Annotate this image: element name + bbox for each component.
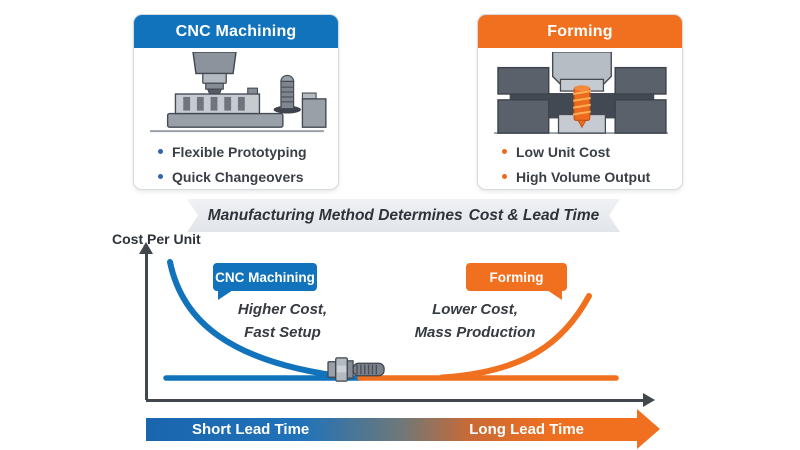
bullet-dot-icon: [158, 174, 163, 179]
cnc-machining-card: CNC Machining: [133, 14, 339, 190]
y-axis-line: [145, 253, 148, 400]
cnc-annotation-line2: Fast Setup: [244, 324, 321, 341]
list-item: High Volume Output: [502, 164, 682, 189]
forming-bullet-1: Low Unit Cost: [516, 143, 611, 160]
forming-card: Forming: [477, 14, 683, 190]
forming-bullet-2: High Volume Output: [516, 168, 651, 185]
section-banner: Manufacturing Method Determines Cost & L…: [187, 199, 620, 232]
bolt-fastener-icon: [326, 355, 388, 384]
forming-bullet-list: Low Unit Cost High Volume Output: [478, 136, 682, 189]
banner-emphasis-text: Cost & Lead Time: [468, 206, 600, 224]
x-axis-arrow-icon: [643, 393, 655, 407]
list-item: Quick Changeovers: [158, 164, 338, 189]
bullet-dot-icon: [502, 149, 507, 154]
y-axis-label: Cost Per Unit: [112, 231, 201, 247]
long-lead-time-label: Long Lead Time: [469, 421, 584, 438]
lead-time-arrow: Short Lead Time Long Lead Time: [146, 409, 660, 449]
cnc-card-title: CNC Machining: [134, 15, 338, 48]
cnc-annotation: Higher Cost, Fast Setup: [210, 298, 355, 344]
cnc-curve-callout: CNC Machining: [213, 263, 317, 300]
list-item: Flexible Prototyping: [158, 139, 338, 164]
cnc-bullet-1: Flexible Prototyping: [172, 143, 307, 160]
forming-annotation-line1: Lower Cost,: [432, 301, 518, 318]
forming-annotation: Lower Cost, Mass Production: [386, 298, 564, 344]
cnc-bullet-2: Quick Changeovers: [172, 168, 304, 185]
banner-text: Manufacturing Method Determines: [207, 206, 463, 224]
forming-press-icon: [478, 48, 682, 136]
forming-annotation-line2: Mass Production: [414, 324, 536, 341]
list-item: Low Unit Cost: [502, 139, 682, 164]
lead-time-gradient-bar: [146, 418, 638, 441]
cnc-mill-icon: [134, 48, 338, 136]
forming-curve-callout: Forming: [466, 263, 567, 300]
short-lead-time-label: Short Lead Time: [192, 421, 310, 438]
bullet-dot-icon: [158, 149, 163, 154]
lead-time-arrowhead-icon: [637, 409, 660, 449]
cnc-annotation-line1: Higher Cost,: [237, 301, 328, 318]
forming-card-title: Forming: [478, 15, 682, 48]
y-axis-arrow-icon: [139, 242, 153, 254]
bullet-dot-icon: [502, 174, 507, 179]
cnc-bullet-list: Flexible Prototyping Quick Changeovers: [134, 136, 338, 189]
x-axis-line: [146, 399, 644, 402]
